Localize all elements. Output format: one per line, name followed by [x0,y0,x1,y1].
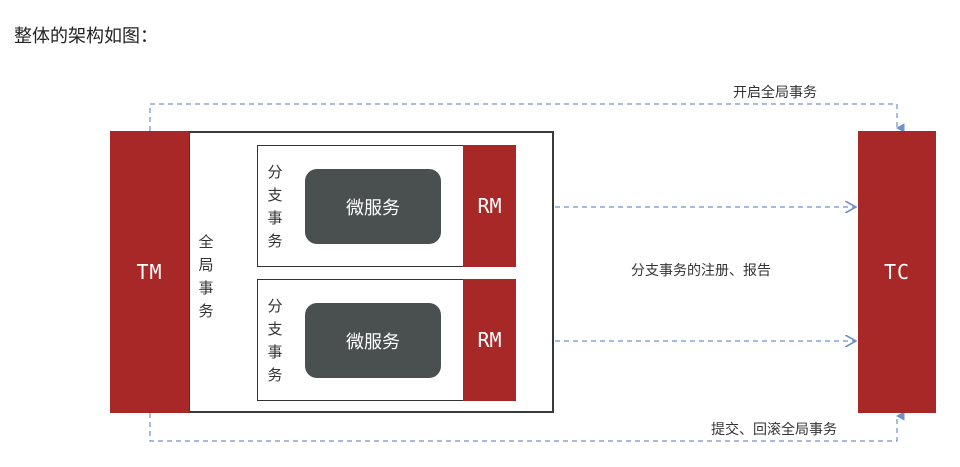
branch-transaction-label-2: 分支事务 [267,297,283,384]
branch-transaction-label-1: 分支事务 [267,163,283,250]
commit-rollback-label: 提交、回滚全局事务 [711,422,837,438]
microservice-box-2: 微服务 [305,303,441,378]
tm-box: TM [110,131,189,413]
begin-global-line [149,103,905,133]
begin-global-label: 开启全局事务 [733,85,817,101]
branch-register-label: 分支事务的注册、报告 [631,263,771,279]
rm-box-2: RM [463,279,516,401]
global-transaction-label: 全局事务 [198,233,214,320]
page-heading: 整体的架构如图： [14,26,158,47]
rm-box-1: RM [463,145,516,267]
commit-rollback-line [149,411,905,442]
microservice-box-1: 微服务 [305,169,441,244]
tc-box: TC [858,131,936,413]
